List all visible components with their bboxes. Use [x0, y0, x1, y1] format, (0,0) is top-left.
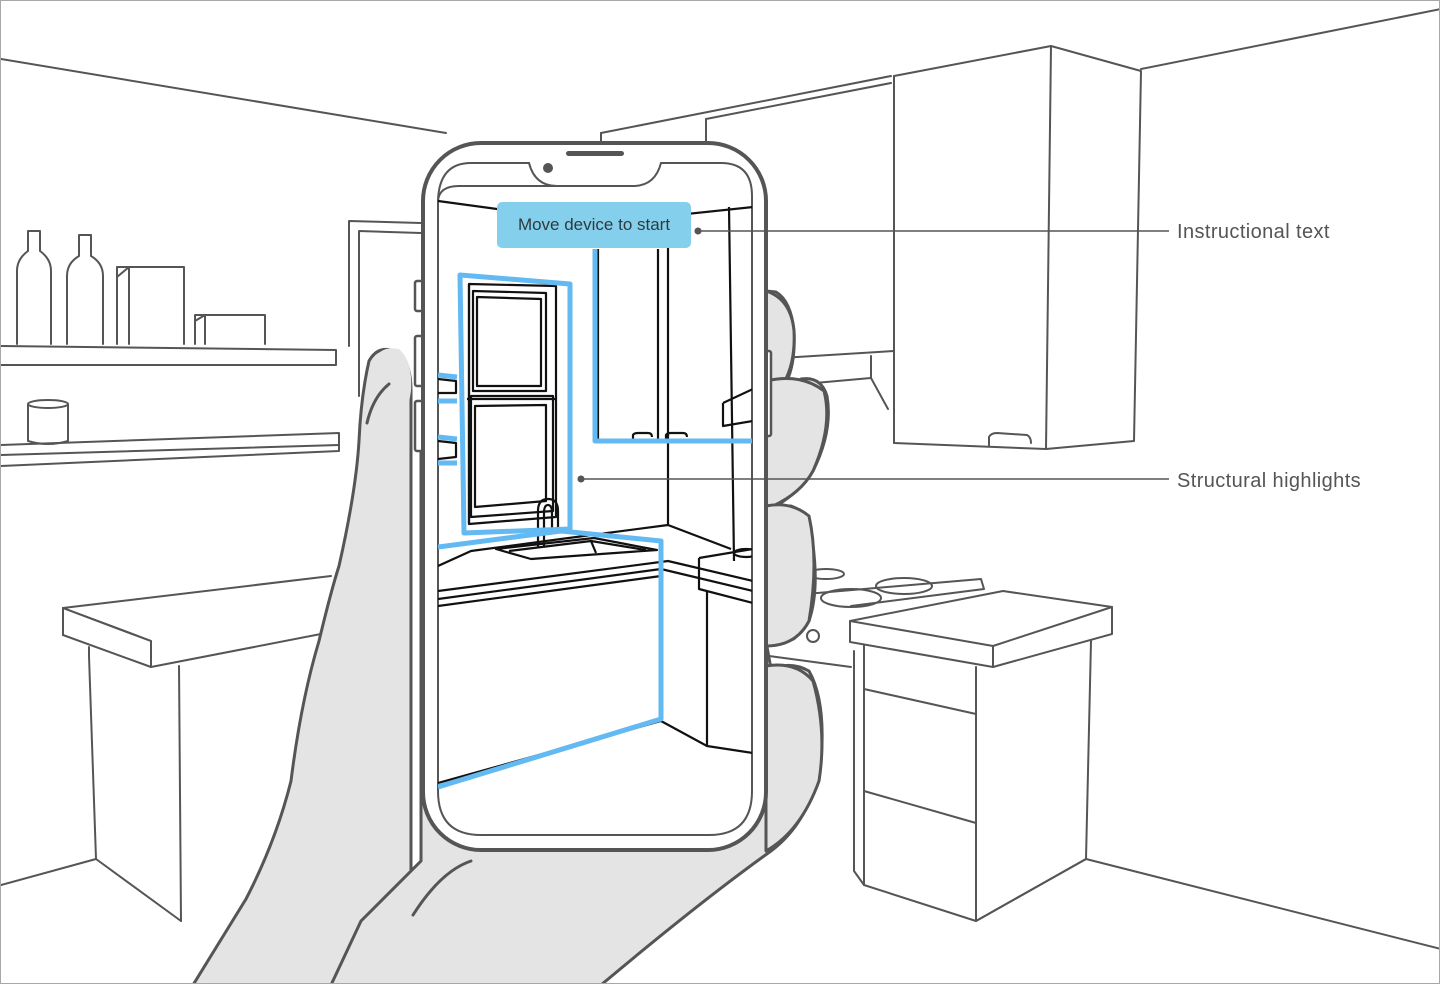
instructional-banner-text: Move device to start: [517, 215, 671, 234]
phone-device: [413, 141, 773, 852]
callout-lines: [577, 227, 1169, 483]
callout-structural-highlights: Structural highlights: [1177, 470, 1362, 492]
room-background: [1, 8, 1439, 950]
callout-instructional-text: Instructional text: [1177, 221, 1330, 243]
structural-highlights: [438, 249, 752, 790]
camera-view: [438, 199, 752, 790]
instructional-banner: Move device to start: [497, 202, 691, 248]
